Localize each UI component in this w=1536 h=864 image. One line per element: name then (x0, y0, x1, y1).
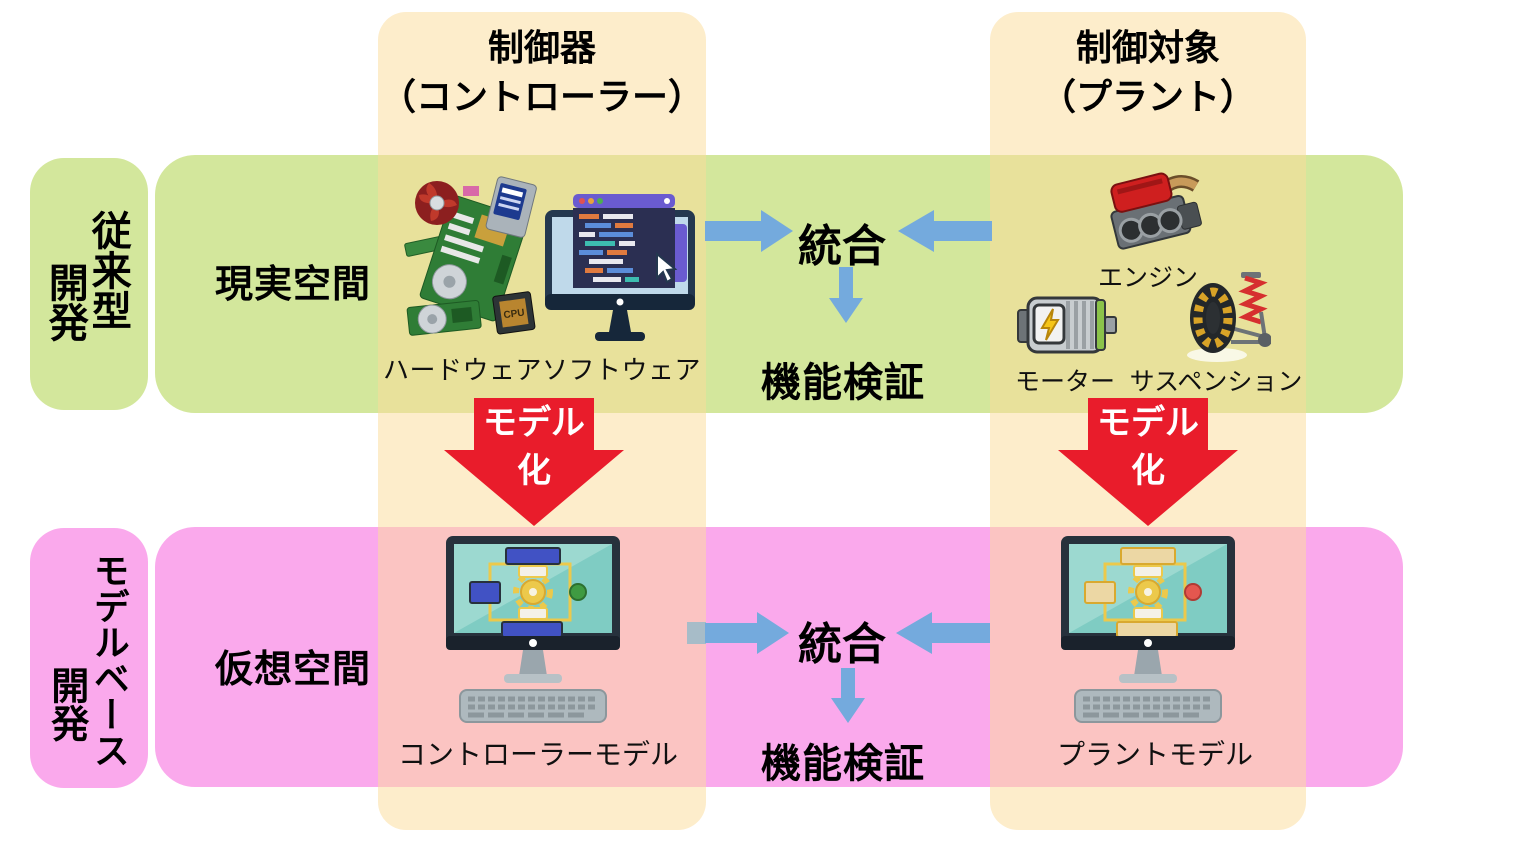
arrow-tail-muted-segment (687, 622, 706, 644)
controller-model-computer-icon (446, 536, 620, 723)
controller-subtitle: （コントローラー） (379, 75, 704, 117)
modeling-arrow-left-line1: モデル (483, 404, 585, 442)
arrow-left-icon (896, 612, 990, 654)
controller-title: 制御器 (487, 27, 596, 68)
electric-motor-icon (1017, 296, 1117, 354)
real-space-label: 現実空間 (214, 264, 371, 306)
arrow-right-icon (705, 612, 789, 654)
suspension-label: サスペンション (1129, 368, 1303, 396)
modeling-arrow-right-icon (1058, 398, 1238, 526)
side-label-model-based-sub: 開発 (44, 666, 87, 742)
engine-label: エンジン (1097, 264, 1198, 292)
modeling-arrow-right-line1: モデル (1097, 404, 1199, 442)
software-code-monitor-icon (545, 194, 695, 341)
hardware-parts-icon: CPU (404, 176, 537, 336)
modeling-arrow-left-icon (444, 398, 624, 526)
virtual-space-label: 仮想空間 (214, 649, 371, 691)
side-label-model-based-main: モデルベース (88, 552, 130, 768)
motor-label: モーター (1014, 368, 1115, 396)
plant-model-caption: プラントモデル (1056, 739, 1253, 770)
modeling-arrow-right-line2: 化 (1131, 452, 1165, 490)
arrow-down-icon (829, 267, 863, 323)
side-label-traditional-main: 従来型 (85, 210, 130, 330)
engine-icon (1110, 172, 1202, 250)
hardware-software-caption: ハードウェアソフトウェア (382, 355, 701, 385)
arrow-left-icon (898, 210, 992, 252)
cpu-text: CPU (503, 307, 525, 321)
arrow-right-icon (705, 210, 793, 252)
integration-label-model-based: 統合 (798, 620, 886, 669)
arrow-down-icon (831, 668, 865, 723)
controller-column-header: 制御器 （コントローラー） (378, 24, 706, 121)
modeling-arrow-left-line2: 化 (517, 452, 551, 490)
plant-model-computer-icon (1061, 536, 1235, 723)
traditional-development-label-box: 従来型 開発 (30, 158, 148, 410)
integration-label-traditional: 統合 (798, 222, 886, 271)
model-based-development-label-box: モデルベース 開発 (30, 528, 148, 788)
verification-label-model-based: 機能検証 (761, 742, 925, 786)
plant-subtitle: （プラント） (1039, 75, 1256, 117)
suspension-icon (1187, 272, 1271, 362)
verification-label-traditional: 機能検証 (761, 361, 925, 405)
controller-model-caption: コントローラーモデル (397, 739, 678, 770)
side-label-traditional-sub: 開発 (42, 262, 87, 342)
plant-column-header: 制御対象 （プラント） (990, 24, 1306, 121)
plant-title: 制御対象 (1075, 27, 1220, 68)
